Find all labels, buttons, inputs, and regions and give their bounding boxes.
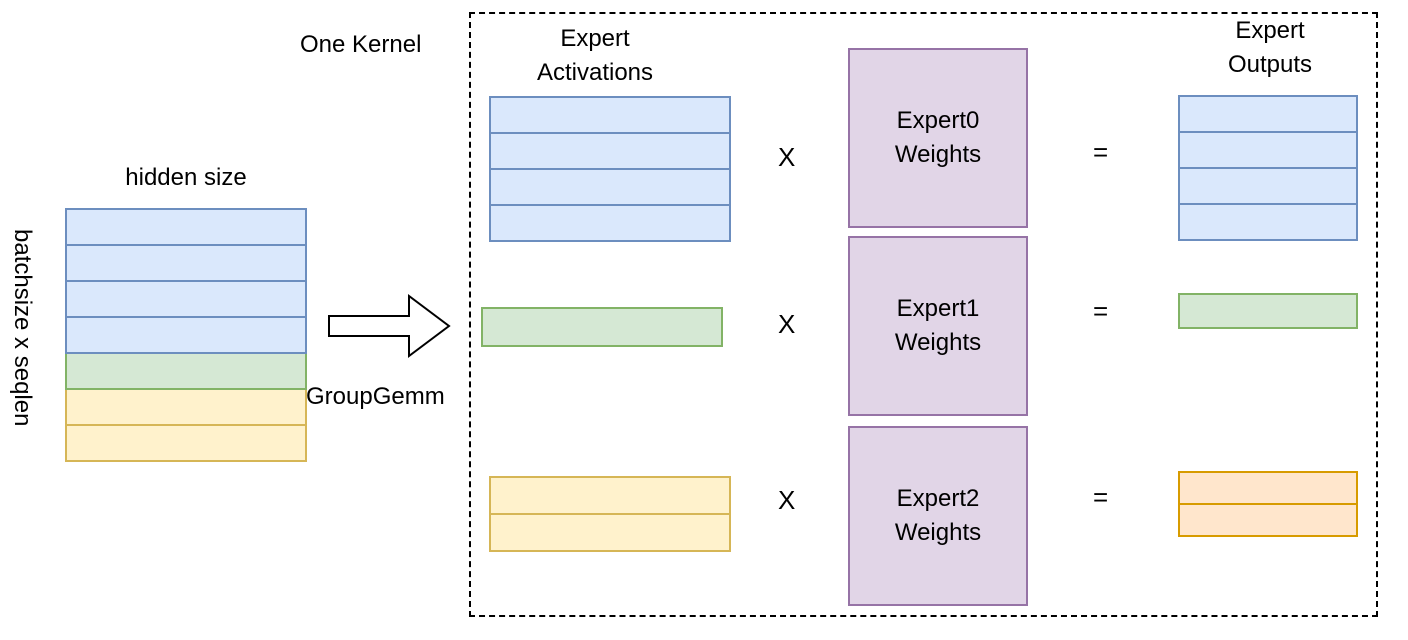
expert0-outputs: [1178, 95, 1358, 241]
output-row: [1178, 205, 1358, 241]
equals-sign: =: [1093, 296, 1109, 326]
expert2-outputs: [1178, 471, 1358, 537]
input-row: [65, 354, 307, 390]
input-row: [65, 390, 307, 426]
expert0-activations: [489, 96, 731, 242]
output-row: [1178, 95, 1358, 133]
output-row: [1178, 133, 1358, 169]
multiply-sign: X: [778, 485, 796, 515]
output-row: [1178, 169, 1358, 205]
multiply-sign: X: [778, 309, 796, 339]
multiply-sign: X: [778, 142, 796, 172]
expert0-weights: Expert0 Weights: [848, 48, 1028, 228]
activation-row: [489, 515, 731, 552]
input-row: [65, 426, 307, 462]
equals-sign: =: [1093, 137, 1109, 167]
input-row: [65, 318, 307, 354]
expert2-weights: Expert2 Weights: [848, 426, 1028, 606]
input-row: [65, 282, 307, 318]
activation-row: [489, 134, 731, 170]
input-matrix: [65, 208, 307, 462]
activation-row: [489, 476, 731, 515]
kernel-box: [469, 12, 1378, 617]
hidden-size-label: hidden size: [125, 164, 247, 191]
expert1-weights: Expert1 Weights: [848, 236, 1028, 416]
expert1-outputs: [1178, 293, 1358, 329]
batch-seqlen-label: batchsize x seqlen: [8, 229, 36, 427]
groupgemm-label: GroupGemm: [306, 383, 445, 410]
activation-row: [489, 96, 731, 134]
outputs-header: Expert Outputs: [1227, 17, 1313, 78]
input-row: [65, 208, 307, 246]
activations-header: Expert Activations: [536, 25, 654, 86]
expert2-activations: [489, 476, 731, 552]
activation-row: [481, 307, 723, 347]
input-row: [65, 246, 307, 282]
output-row: [1178, 471, 1358, 505]
activation-row: [489, 206, 731, 242]
expert1-activations: [481, 307, 723, 347]
equals-sign: =: [1093, 482, 1109, 512]
output-row: [1178, 505, 1358, 537]
output-row: [1178, 293, 1358, 329]
kernel-label: One Kernel: [300, 31, 422, 58]
activation-row: [489, 170, 731, 206]
right-arrow-icon: [328, 294, 451, 358]
